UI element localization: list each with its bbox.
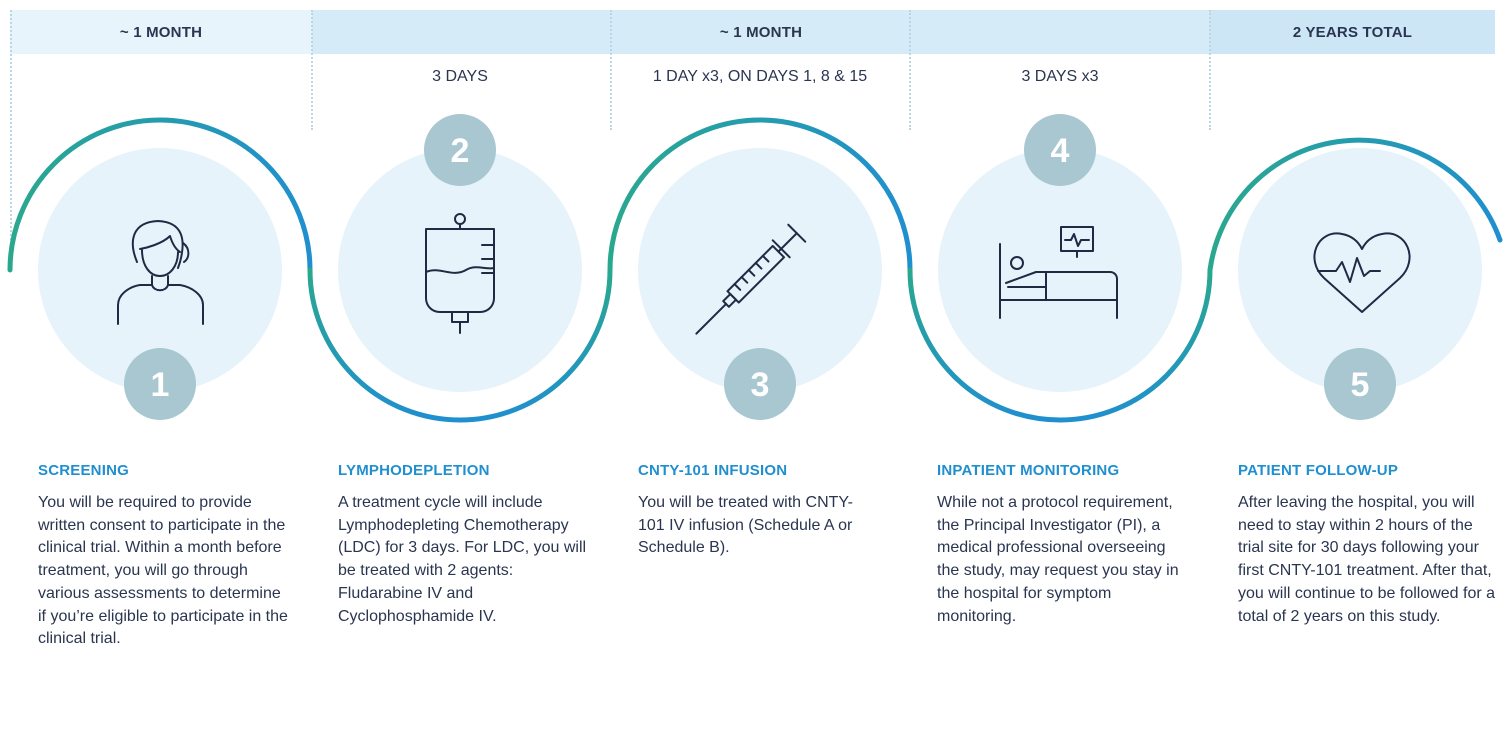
wave-arc-top	[1207, 137, 1503, 273]
heartbeat-icon	[1313, 232, 1411, 313]
person-icon	[117, 220, 204, 325]
wave-arc-bottom	[907, 267, 1213, 423]
svg-text:4: 4	[1051, 132, 1070, 170]
phase-divider	[10, 10, 12, 240]
step-4-title: INPATIENT MONITORING	[937, 462, 1120, 479]
duration-step-3: 1 DAY x3, ON DAYS 1, 8 & 15	[652, 68, 868, 85]
phase-header-treatment: ~ 1 MONTH	[312, 10, 1210, 54]
step-circle-5	[1238, 148, 1482, 392]
step-circle-4	[938, 148, 1182, 392]
phase-header-screening: ~ 1 MONTH	[10, 10, 312, 54]
hospital-bed-icon	[999, 226, 1118, 319]
step-1-description: SCREENING You will be required to provid…	[38, 462, 290, 651]
duration-step-2: 3 DAYS	[432, 68, 488, 85]
step-circle-2	[338, 148, 582, 392]
step-4-description: INPATIENT MONITORING While not a protoco…	[937, 462, 1187, 628]
phase-header-follow-up: 2 YEARS TOTAL	[1210, 10, 1495, 54]
step-3-title: CNTY-101 INFUSION	[638, 462, 788, 479]
step-badge-4: 4	[1024, 114, 1096, 186]
duration-step-4: 3 DAYS x3	[1021, 68, 1099, 85]
step-badge-3: 3	[724, 348, 796, 420]
phase-divider	[311, 10, 313, 130]
step-5-text: After leaving the hospital, you will nee…	[1238, 494, 1496, 625]
svg-text:3: 3	[751, 366, 770, 404]
step-3-description: CNTY-101 INFUSION You will be treated wi…	[638, 462, 878, 560]
svg-text:5: 5	[1351, 366, 1370, 404]
svg-text:2: 2	[451, 132, 470, 170]
wave-arc-top	[7, 117, 313, 273]
svg-text:1: 1	[151, 366, 170, 404]
step-badge-2: 2	[424, 114, 496, 186]
step-2-text: A treatment cycle will include Lymphodep…	[338, 494, 587, 625]
step-2-description: LYMPHODEPLETION A treatment cycle will i…	[338, 462, 590, 628]
step-badge-1: 1	[124, 348, 196, 420]
step-5-description: PATIENT FOLLOW-UP After leaving the hosp…	[1238, 462, 1500, 628]
step-1-title: SCREENING	[38, 462, 129, 479]
step-4-text: While not a protocol requirement, the Pr…	[937, 494, 1179, 625]
phase-divider	[909, 10, 911, 130]
wave-arc-top	[607, 117, 913, 273]
step-badge-5: 5	[1324, 348, 1396, 420]
phase-divider	[1209, 10, 1211, 130]
iv-bag-icon	[425, 213, 495, 334]
timeline-diagram: 1 2 3 4 5	[7, 114, 1503, 423]
step-2-title: LYMPHODEPLETION	[338, 462, 490, 479]
step-5-title: PATIENT FOLLOW-UP	[1238, 462, 1399, 479]
phase-divider	[610, 10, 612, 130]
step-circle-1	[38, 148, 282, 392]
wave-arc-bottom	[307, 267, 613, 423]
step-3-text: You will be treated with CNTY-101 IV inf…	[638, 494, 853, 557]
syringe-icon	[695, 223, 807, 335]
step-1-text: You will be required to provide written …	[38, 494, 288, 648]
